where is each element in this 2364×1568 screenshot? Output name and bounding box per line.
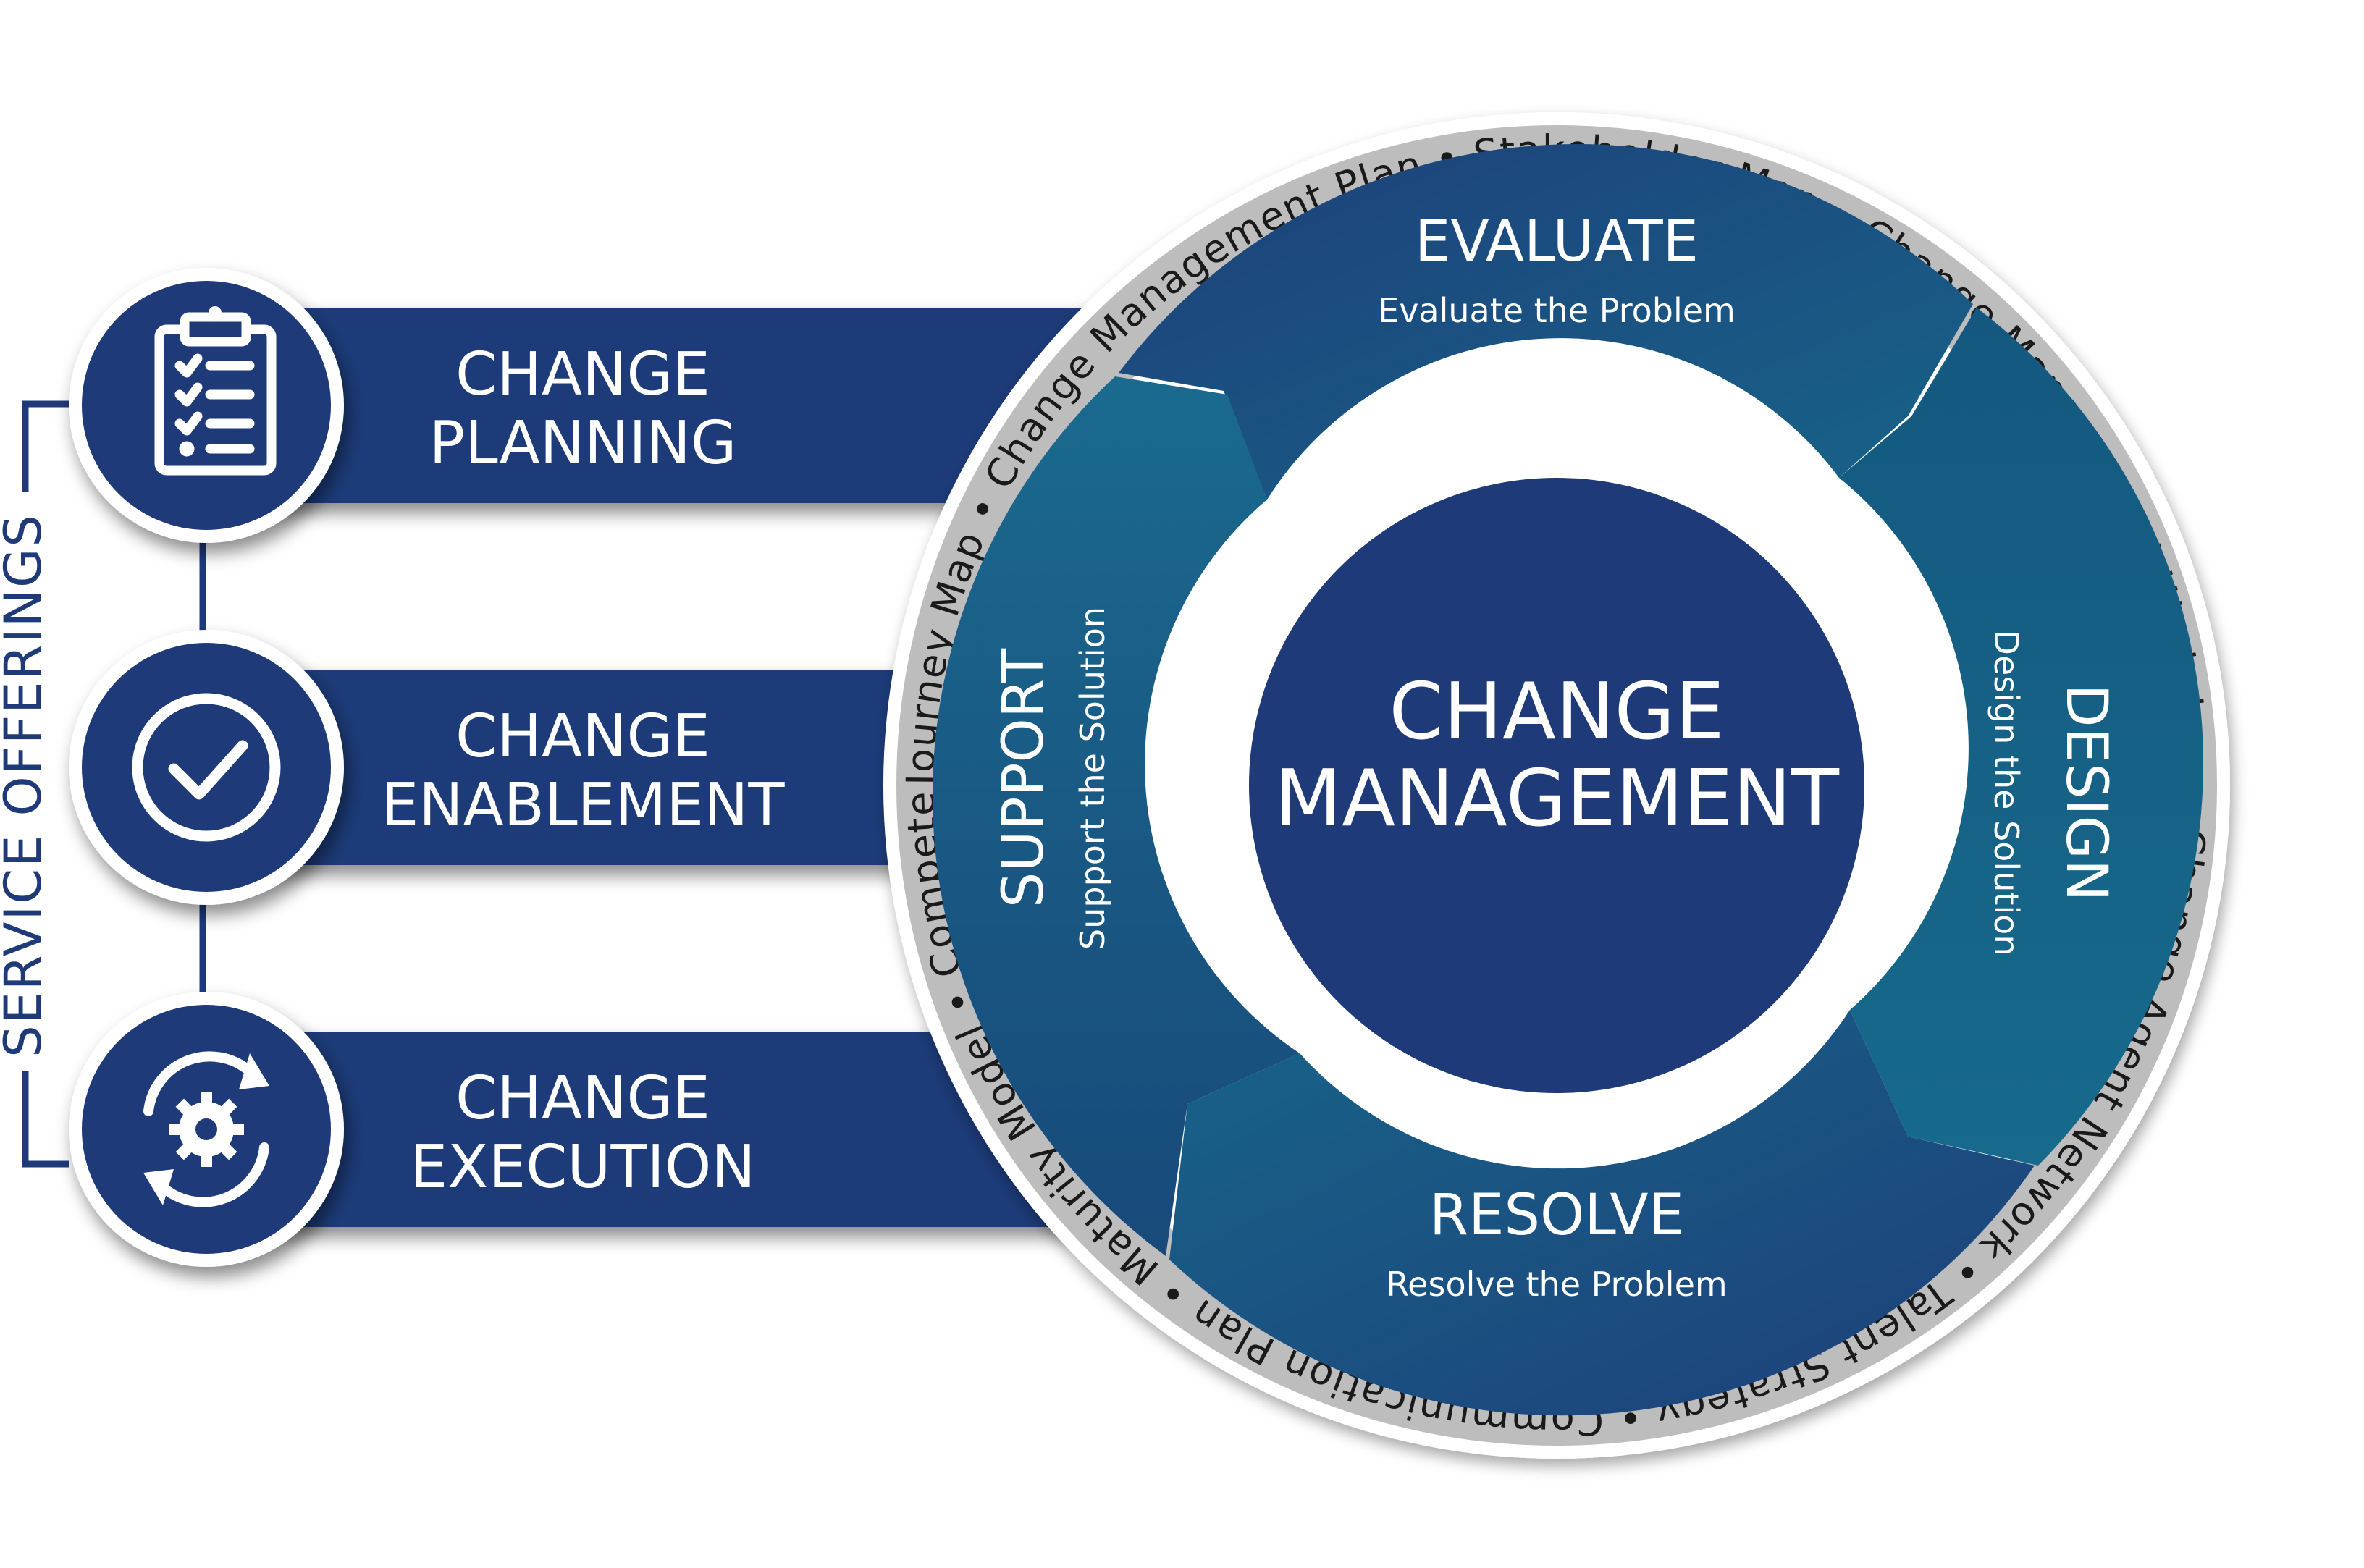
segment-support — [932, 376, 1300, 1256]
segment-resolve — [1169, 1010, 2035, 1416]
segment-evaluate — [1119, 144, 1973, 500]
offering-enablement-line1: CHANGE — [455, 702, 710, 771]
center-title-line2: MANAGEMENT — [1274, 754, 1840, 844]
phase-support-subtitle: Support the Solution — [1073, 607, 1112, 950]
bracket-label-gap — [7, 492, 51, 1071]
offering-planning-line1: CHANGE — [455, 340, 710, 409]
offering-text-enablement: CHANGE ENABLEMENT — [382, 702, 786, 840]
offering-circle-enablement — [82, 643, 331, 892]
service-offerings-label: SERVICE OFFERINGS — [0, 513, 53, 1058]
phase-resolve-title: RESOLVE — [1429, 1183, 1684, 1248]
phase-design-title: DESIGN — [2053, 684, 2119, 902]
offering-planning-line2: PLANNING — [429, 409, 737, 478]
phase-evaluate-title: EVALUATE — [1415, 209, 1699, 274]
offering-enablement-line2: ENABLEMENT — [382, 771, 786, 840]
offering-text-execution: CHANGE EXECUTION — [410, 1064, 755, 1202]
offering-execution-line1: CHANGE — [455, 1064, 710, 1133]
phase-design-subtitle: Design the Solution — [1987, 630, 2026, 956]
center-title-line1: CHANGE — [1389, 667, 1724, 757]
phase-resolve-subtitle: Resolve the Problem — [1386, 1265, 1727, 1304]
gear-refresh-icon — [143, 1051, 269, 1207]
clipboard-checklist-icon — [154, 306, 277, 476]
check-circle-icon — [132, 693, 281, 842]
center-circle — [1249, 478, 1864, 1093]
offering-text-planning: CHANGE PLANNING — [429, 340, 737, 478]
phase-evaluate-subtitle: Evaluate the Problem — [1378, 291, 1736, 330]
segment-design — [1839, 308, 2204, 1166]
offering-execution-line2: EXECUTION — [410, 1133, 755, 1202]
phase-support-title: SUPPORT — [991, 649, 1056, 909]
